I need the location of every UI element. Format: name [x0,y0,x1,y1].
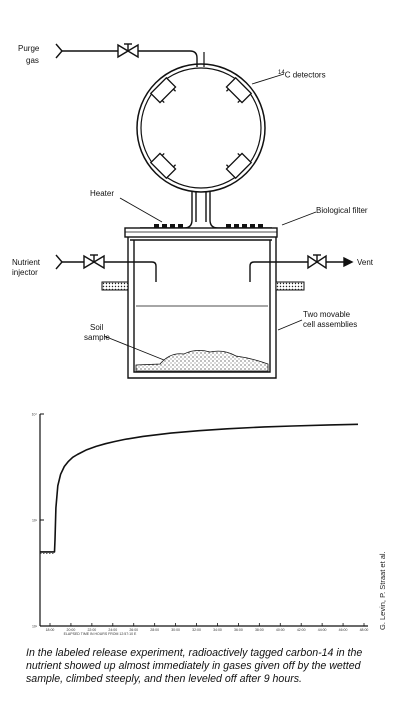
x-axis-label: ELAPSED TIME IN HOURS FROM 12:57:10 E [64,632,137,636]
label-purge: Purge [18,44,40,53]
y-tick-label: 10⁴ [32,413,38,417]
soil-leader-line [103,335,165,361]
label-sample: sample [84,333,110,342]
c14-detector-icons [149,76,253,180]
label-soil: Soil [90,323,104,332]
heater-leader-line [119,197,163,223]
x-tick-label: 36:00 [234,628,243,632]
series-line [40,423,359,553]
x-tick-label: 42:00 [297,628,306,632]
label-injector: injector [12,268,38,277]
soil-sample [135,350,269,372]
filter-leader-line [281,211,317,226]
chart-marks [40,423,359,554]
label-biological-filter: Biological filter [316,206,368,215]
chamber-body [127,237,277,379]
x-tick-label: 30:00 [171,628,180,632]
label-cell-assemblies: cell assemblies [303,320,358,329]
label-detectors: 14C detectors [278,70,326,80]
y-tick-label: 10² [32,625,38,629]
purge-gas-line [55,43,198,67]
y-tick-label: 10³ [32,519,38,523]
x-tick-label: 24:00 [108,628,117,632]
x-tick-label: 38:00 [255,628,264,632]
nutrient-injector-line [55,254,157,282]
chart-axes: 10⁴ 10³ 10² 18:00 20:00 22:00 24:00 26:00 28:00 3… [32,413,369,637]
release-chart: 10⁴ 10³ 10² 18:00 20:00 22:00 24:00 26:00 28:00 3… [32,413,369,637]
connecting-neck [140,191,272,229]
label-gas: gas [26,56,39,65]
photo-credit: G. Levin, P. Straat et al. [378,551,387,630]
x-tick-label: 40:00 [276,628,285,632]
cell-leader-line [277,319,303,331]
x-tick-label: 48:00 [360,628,369,632]
detector-chamber [136,63,266,193]
label-nutrient: Nutrient [12,258,41,267]
vent-line [249,254,354,282]
figure-caption: In the labeled release experiment, radio… [26,647,363,685]
label-vent: Vent [357,258,374,267]
x-tick-label: 34:00 [213,628,222,632]
label-two-movable: Two movable [303,310,351,319]
purge-gas-tube-right [138,46,196,67]
chamber-lid [124,227,278,241]
label-heater: Heater [90,189,115,198]
apparatus-diagram [55,43,354,379]
x-tick-label: 20:00 [67,628,76,632]
x-tick-label: 46:00 [339,628,348,632]
x-tick-label: 28:00 [150,628,159,632]
detector-leader-line [251,73,285,85]
chamber-flanges [101,281,305,291]
x-tick-label: 22:00 [87,628,96,632]
x-tick-label: 44:00 [318,628,327,632]
x-tick-label: 18:00 [46,628,55,632]
x-tick-label: 26:00 [129,628,138,632]
x-tick-label: 32:00 [192,628,201,632]
heater-coils [154,224,263,228]
